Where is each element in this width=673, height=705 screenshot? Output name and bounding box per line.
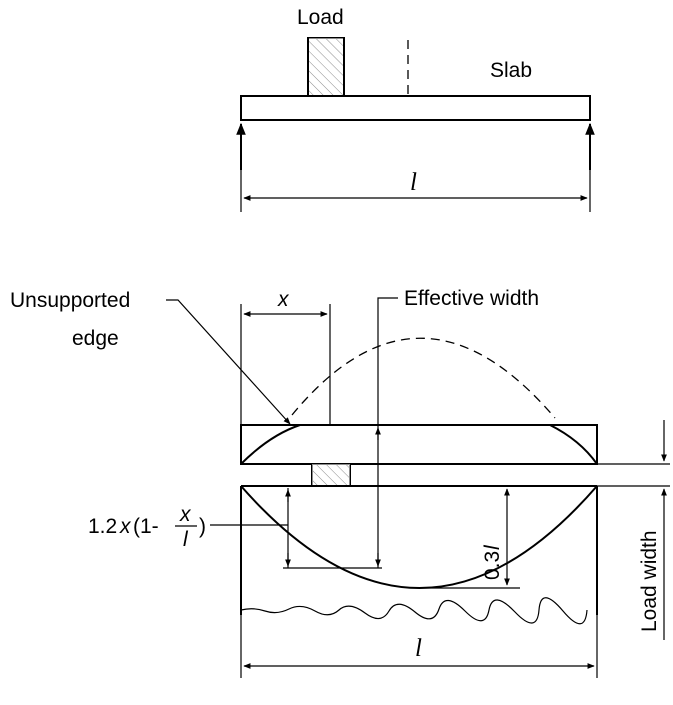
influence-curve-dashed [291, 337, 556, 419]
unsupported-edge-label-2: edge [72, 327, 119, 350]
svg-text:x: x [119, 515, 132, 538]
effective-width-label: Effective width [404, 287, 539, 310]
formula-label: 1.2 x (1- x l ) [88, 503, 206, 551]
load-label: Load [297, 6, 344, 29]
unsupported-edge-label-1: Unsupported [10, 289, 130, 312]
svg-text:x: x [179, 503, 192, 526]
unsupported-edge-leader [166, 299, 291, 425]
slab-strip-upper [240, 424, 598, 465]
slab-elevation [240, 95, 591, 121]
span-label-bottom: l [415, 635, 422, 662]
load-width-label: Load width [638, 530, 661, 632]
svg-text:): ) [199, 515, 206, 538]
plan-view: x Effective width Unsupported edge Load … [10, 287, 670, 678]
svg-text:0.3: 0.3 [481, 551, 504, 580]
svg-text:(1-: (1- [133, 515, 159, 538]
elevation-view: Load Slab l [236, 6, 595, 212]
svg-text:1.2: 1.2 [88, 515, 117, 538]
slab-break-line [240, 597, 588, 625]
svg-text:l: l [481, 544, 504, 550]
x-label: x [277, 288, 290, 311]
slab-label: Slab [490, 59, 532, 82]
svg-text:l: l [183, 528, 189, 551]
effective-width-curve [240, 485, 598, 589]
span-label-top: l [410, 169, 417, 196]
fraction-label: 0.3 l [481, 544, 504, 580]
